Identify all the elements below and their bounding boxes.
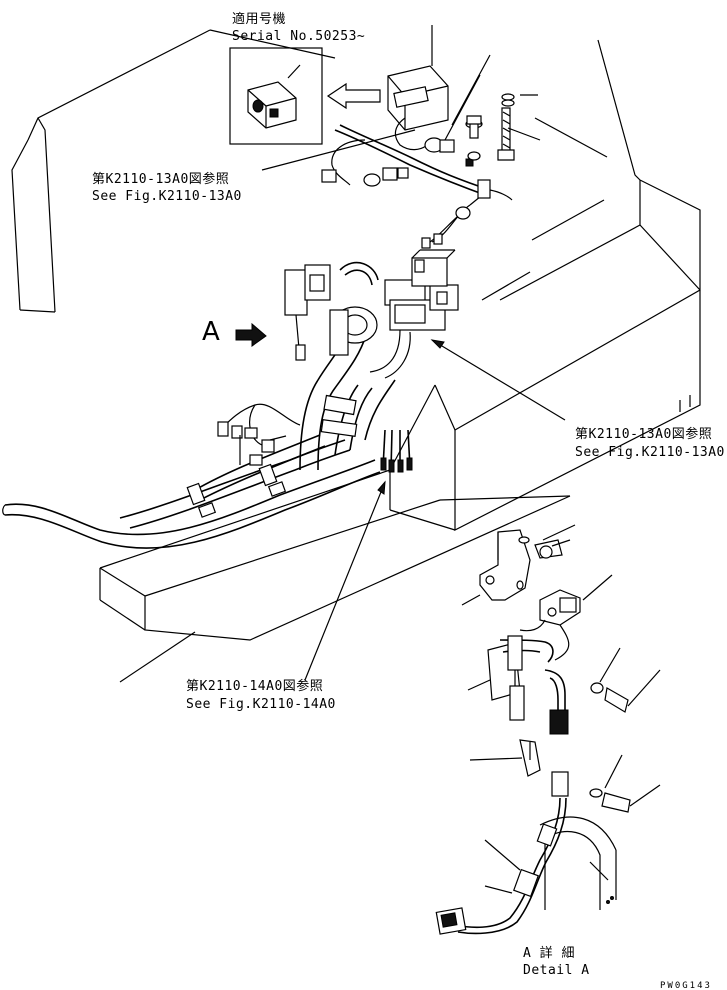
ref2-en: See Fig.K2110-13A0 [575, 445, 725, 460]
detail-jp-caption: A 詳 細 [523, 945, 575, 961]
top-subassembly [321, 65, 515, 201]
ref1-en: See Fig.K2110-13A0 [92, 189, 242, 204]
detail-a-view [435, 529, 631, 935]
ref2-jp: 第K2110-13A0図参照 [575, 426, 712, 442]
drawing-code: PW0G143 [660, 981, 712, 990]
inset-serial-label: Serial No.50253~ [232, 29, 365, 44]
reference-leaders [261, 129, 566, 681]
upper-components [284, 191, 487, 379]
ref1-jp: 第K2110-13A0図参照 [92, 171, 229, 187]
view-arrow-icon [235, 322, 267, 347]
ref3-jp: 第K2110-14A0図参照 [186, 678, 323, 694]
hollow-arrow-icon [326, 82, 381, 110]
detail-leaders [461, 524, 661, 894]
main-harness-trunk [2, 324, 413, 549]
ref3-en: See Fig.K2110-14A0 [186, 697, 336, 712]
serial-inset: 適用号機 Serial No.50253~ [229, 11, 365, 145]
detail-en-caption: Detail A [523, 963, 590, 978]
view-a-marker: A [202, 317, 267, 347]
part-leaders-top [431, 25, 541, 141]
inset-jp-label: 適用号機 [232, 11, 286, 27]
view-a-letter: A [202, 317, 220, 347]
